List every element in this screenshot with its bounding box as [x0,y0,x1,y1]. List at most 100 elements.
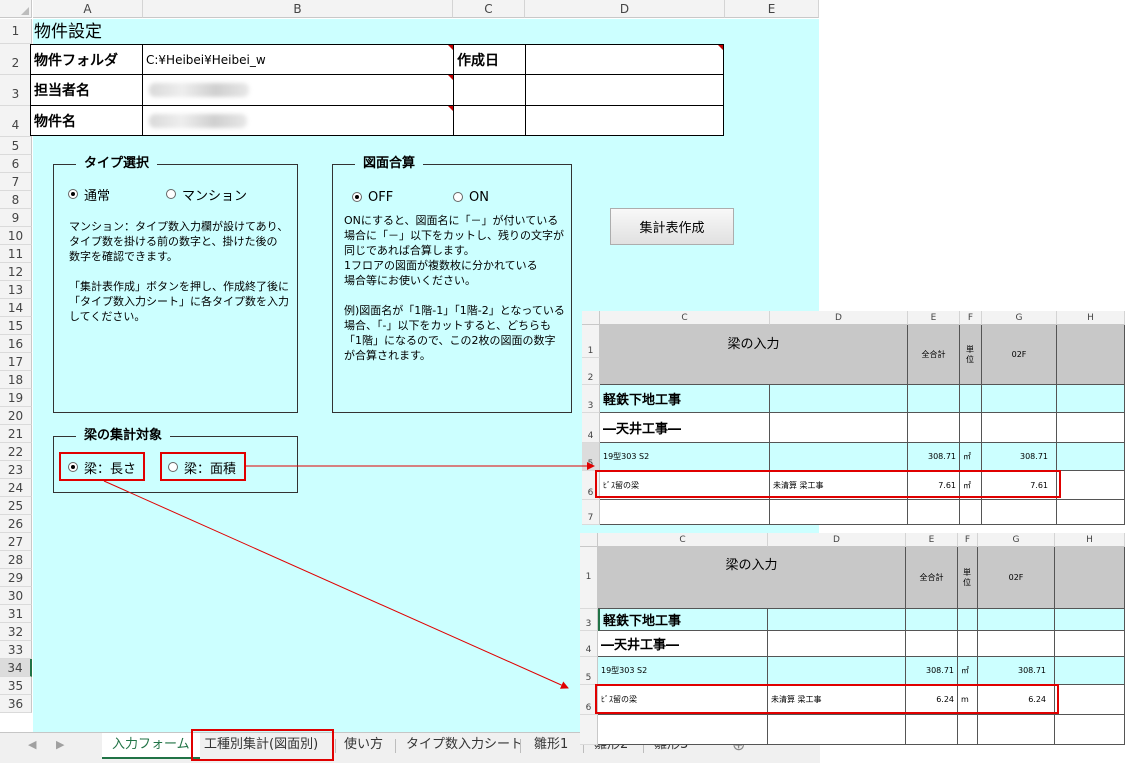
preview-item2-name: ﾋﾞｽ留の梁 [598,685,768,715]
drawing-total-title: 図面合算 [355,156,424,172]
row-header-3[interactable]: 3 [0,75,32,106]
preview-total-header: 全合計 [906,547,958,609]
preview-col-c: C [600,311,770,325]
preview-item2-note: 未清算 梁工事 [770,471,908,500]
preview-cell [958,609,978,631]
row-header-18[interactable]: 18 [0,371,32,389]
preview-header-cell: 梁の入力 [600,325,908,385]
radio-off-icon [166,189,176,199]
row-header-24[interactable]: 24 [0,479,32,497]
row-header-34[interactable]: 34 [0,659,32,677]
row-header-28[interactable]: 28 [0,551,32,569]
preview-cell [978,715,1055,745]
row-header-9[interactable]: 9 [0,209,32,227]
row-header-26[interactable]: 26 [0,515,32,533]
property-c-cell[interactable] [453,105,526,136]
next-sheet-icon[interactable]: ▶ [56,738,65,751]
type-normal-radio[interactable]: 通常 [68,184,110,204]
row-header-32[interactable]: 32 [0,623,32,641]
tab-category-summary[interactable]: 工種別集計(図面別) [204,737,319,752]
highlight-beam-length [59,452,145,481]
row-header-23[interactable]: 23 [0,461,32,479]
preview-item1-total: 308.71 [908,443,960,471]
row-header-1[interactable]: 1 [0,19,32,44]
preview-cell [978,631,1055,657]
row-header-31[interactable]: 31 [0,605,32,623]
row-header-22[interactable]: 22 [0,443,32,461]
column-header-e[interactable]: E [725,0,819,18]
row-header-6[interactable]: 6 [0,155,32,173]
column-header-c[interactable]: C [453,0,525,18]
preview-item1-name: 19型303 S2 [598,657,768,685]
person-c-cell[interactable] [453,74,526,106]
folder-field[interactable]: C:¥Heibei¥Heibei_w [142,44,454,75]
column-header-a[interactable]: A [33,0,143,18]
row-header-16[interactable]: 16 [0,335,32,353]
preview-col-g: G [978,533,1055,547]
created-field[interactable] [525,44,724,75]
column-header-b[interactable]: B [143,0,453,18]
select-all-corner[interactable] [0,0,32,18]
row-header-2[interactable]: 2 [0,44,32,75]
property-d-cell[interactable] [525,105,724,136]
person-field[interactable] [142,74,454,106]
preview-cell [960,385,982,413]
tab-template-1[interactable]: 雛形1 [534,737,569,752]
row-header-21[interactable]: 21 [0,425,32,443]
row-header-11[interactable]: 11 [0,245,32,263]
drawing-on-label: ON [469,189,489,205]
beam-length-radio[interactable]: 梁：長さ [68,457,136,477]
highlight-summary-tab [191,729,334,761]
prev-sheet-icon[interactable]: ◀ [28,738,37,751]
preview-unit-header: 単位 [958,547,978,609]
row-header-29[interactable]: 29 [0,569,32,587]
preview-col-e: E [908,311,960,325]
preview-col-h: H [1055,533,1125,547]
preview-item1-unit: ㎡ [960,443,982,471]
preview-cell [960,413,982,443]
drawing-on-radio[interactable]: ON [453,187,489,207]
drawing-off-radio[interactable]: OFF [352,187,393,207]
tab-type-count[interactable]: タイプ数入力シート [406,737,524,752]
row-header-15[interactable]: 15 [0,317,32,335]
preview-row-3: 3 [580,609,598,631]
row-header-27[interactable]: 27 [0,533,32,551]
row-header-10[interactable]: 10 [0,227,32,245]
row-header-14[interactable]: 14 [0,299,32,317]
column-header-d[interactable]: D [525,0,725,18]
row-header-35[interactable]: 35 [0,677,32,695]
row-header-12[interactable]: 12 [0,263,32,281]
row-header-5[interactable]: 5 [0,137,32,155]
row-header-25[interactable]: 25 [0,497,32,515]
preview-subsection: ―天井工事― [598,631,768,657]
preview-cell [1055,657,1125,685]
row-header-30[interactable]: 30 [0,587,32,605]
preview-item2-name: ﾋﾞｽ留の梁 [600,471,770,500]
tab-input-form[interactable]: 入力フォーム [102,733,200,759]
row-header-8[interactable]: 8 [0,191,32,209]
preview-cell [768,715,906,745]
row-header-19[interactable]: 19 [0,389,32,407]
preview-cell [1057,500,1125,525]
drawing-off-label: OFF [368,189,394,205]
row-header-13[interactable]: 13 [0,281,32,299]
preview-item1-name: 19型303 S2 [600,443,770,471]
preview-cell [1057,385,1125,413]
beam-area-radio[interactable]: 梁：面積 [168,457,236,477]
row-header-33[interactable]: 33 [0,641,32,659]
type-select-description: マンション：タイプ数入力欄が設けてあり、 タイプ数を掛ける前の数字と、掛けた後の… [69,220,289,323]
row-header-36[interactable]: 36 [0,695,32,713]
preview-row-3: 3 [582,385,600,413]
property-field[interactable] [142,105,454,136]
row-header-4[interactable]: 4 [0,106,32,137]
tab-how-to-use[interactable]: 使い方 [344,737,384,752]
type-mansion-radio[interactable]: マンション [166,184,247,204]
preview-item2-unit: m [958,685,978,715]
create-summary-button[interactable]: 集計表作成 [610,208,734,245]
row-header-7[interactable]: 7 [0,173,32,191]
preview-item2-note: 未清算 梁工事 [768,685,906,715]
row-header-20[interactable]: 20 [0,407,32,425]
person-d-cell[interactable] [525,74,724,106]
created-label: 作成日 [453,44,526,75]
row-header-17[interactable]: 17 [0,353,32,371]
